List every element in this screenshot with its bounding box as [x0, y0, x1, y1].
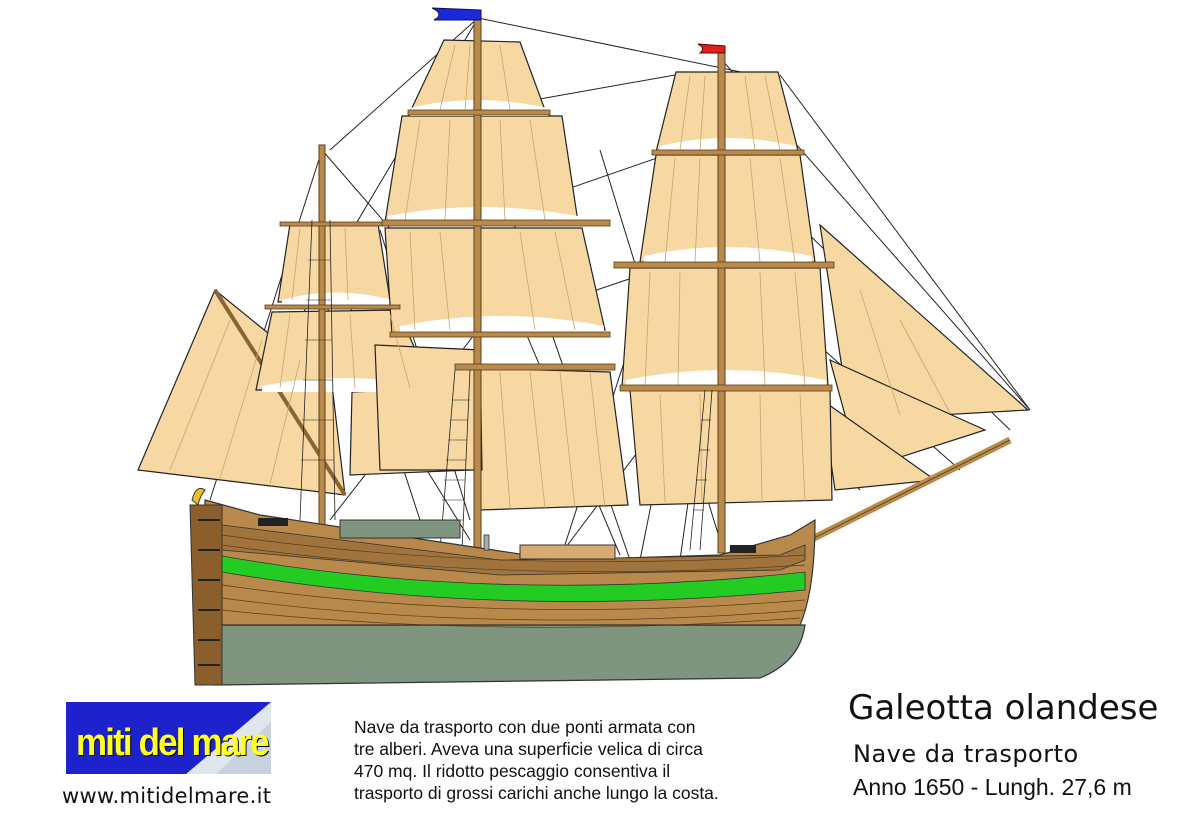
site-url[interactable]: www.mitidelmare.it: [62, 784, 272, 808]
ship-specs: Anno 1650 - Lungh. 27,6 m: [853, 774, 1132, 800]
fore-sails: [621, 71, 833, 506]
description-line: tre alberi. Aveva una superficie velica …: [354, 739, 703, 759]
deck-house: [339, 519, 461, 539]
sail-seams: [169, 44, 951, 509]
ratline-rungs: [301, 259, 711, 521]
hull-underwater: [204, 624, 806, 686]
hull-planking: [221, 534, 806, 628]
description-line: 470 mq. Il ridotto pescaggio consentiva …: [354, 761, 671, 781]
site-logo[interactable]: miti del mare: [66, 702, 271, 774]
fore-and-aft-sails: [137, 223, 1030, 496]
bow-cannon: [730, 545, 756, 553]
stern-cannon: [258, 518, 288, 526]
logo-text: miti del mare: [76, 722, 270, 764]
ship-illustration: [137, 7, 1031, 686]
stern-ladder: [198, 519, 220, 666]
ship-subtitle: Nave da trasporto: [853, 740, 1079, 768]
description-line: Nave da trasporto con due ponti armata c…: [354, 717, 696, 737]
deck-boat: [519, 544, 616, 560]
main-flag: [431, 7, 482, 21]
yards: [264, 109, 835, 392]
description-line: trasporto di grossi carichi anche lungo …: [354, 783, 719, 803]
chimney: [483, 534, 490, 551]
logo-wedge: [186, 702, 271, 774]
stern: [189, 504, 223, 686]
hull-green-stripe: [221, 555, 806, 602]
fore-flag: [697, 43, 726, 54]
stern-ornament: [191, 487, 206, 506]
ship-title: Galeotta olandese: [848, 688, 1159, 728]
ship-description: Nave da trasporto con due ponti armata c…: [354, 716, 794, 804]
main-sails: [374, 39, 629, 511]
